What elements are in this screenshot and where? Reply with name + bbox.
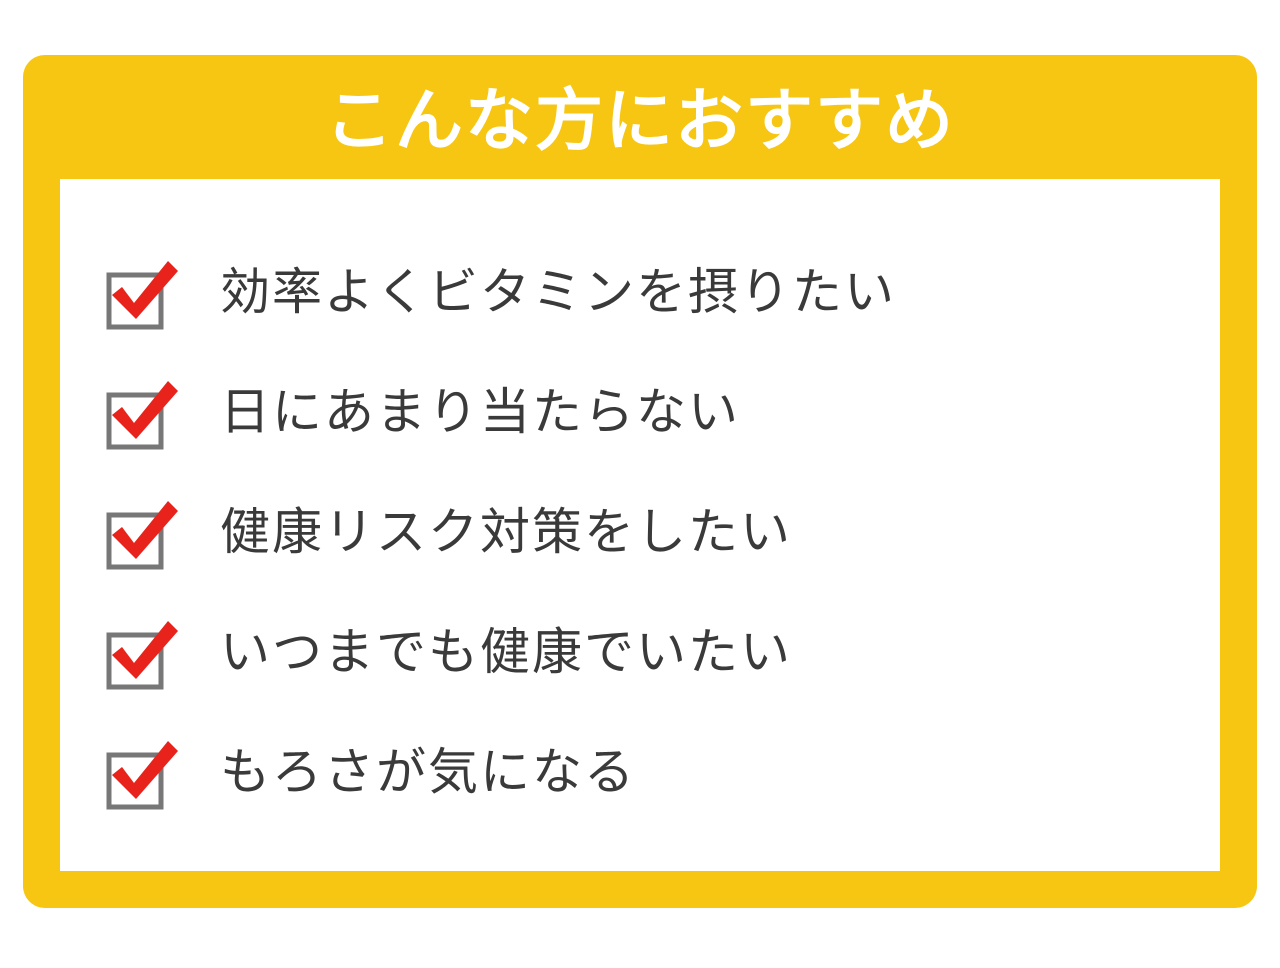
checklist-item: いつまでも健康でいたい <box>60 607 1220 697</box>
checked-box-icon <box>106 501 178 570</box>
recommendation-card: こんな方におすすめ 効率よくビタミンを摂りたい 日にあまり当たらない <box>23 55 1257 908</box>
checked-box-icon <box>106 741 178 810</box>
checked-box-icon <box>106 621 178 690</box>
checked-box-icon <box>106 381 178 450</box>
checklist-item: 健康リスク対策をしたい <box>60 487 1220 577</box>
checklist-item: もろさが気になる <box>60 727 1220 817</box>
checklist-item-label: 健康リスク対策をしたい <box>220 503 792 561</box>
checklist-item: 効率よくビタミンを摂りたい <box>60 247 1220 337</box>
checklist-item-label: 日にあまり当たらない <box>220 383 740 441</box>
checked-box-icon <box>106 261 178 330</box>
checklist-item: 日にあまり当たらない <box>60 367 1220 457</box>
checklist-item-label: もろさが気になる <box>220 743 636 801</box>
checklist-panel: 効率よくビタミンを摂りたい 日にあまり当たらない 健康リスク対策をしたい <box>60 179 1220 871</box>
card-title: こんな方におすすめ <box>324 82 955 161</box>
checklist-item-label: 効率よくビタミンを摂りたい <box>220 263 896 321</box>
checklist-item-label: いつまでも健康でいたい <box>220 623 792 681</box>
